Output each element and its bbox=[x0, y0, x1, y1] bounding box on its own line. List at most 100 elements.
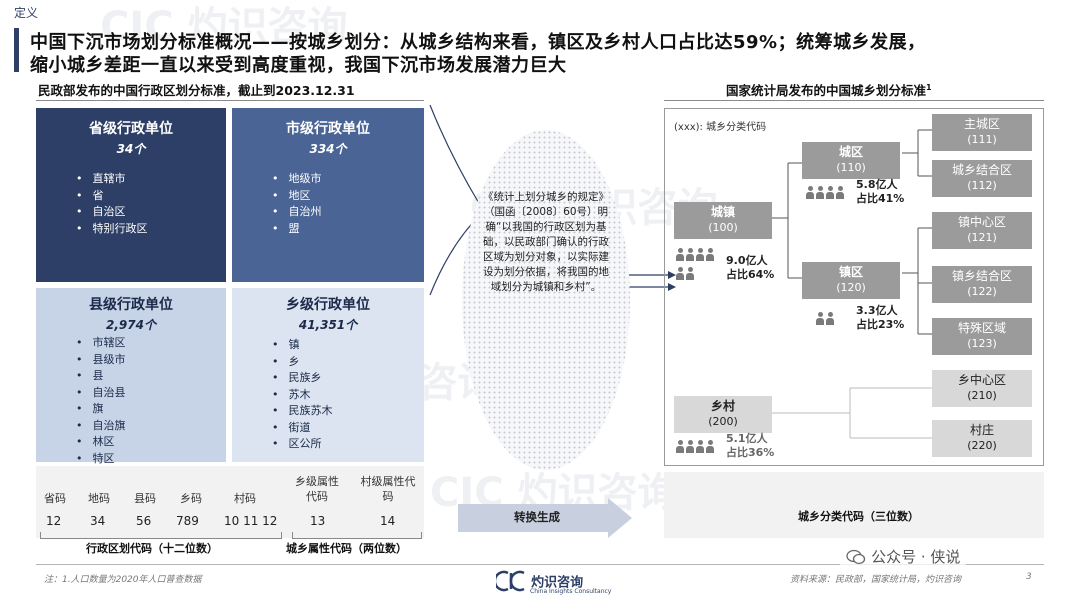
leaf-township-center: 乡中心区 (210) bbox=[932, 370, 1032, 407]
leaf-code: (210) bbox=[967, 389, 997, 402]
code-value-province: 12 bbox=[46, 514, 62, 528]
person-icon bbox=[826, 312, 834, 325]
list-item: 自治州 bbox=[272, 204, 424, 221]
list-item: 乡 bbox=[272, 354, 424, 371]
leaf-code: (122) bbox=[967, 285, 997, 298]
list-item: 地级市 bbox=[272, 171, 424, 188]
list-item: 县级市 bbox=[76, 352, 226, 369]
list-item: 旗 bbox=[76, 401, 226, 418]
box-title: 乡级行政单位 bbox=[286, 297, 370, 313]
stat-share: 占比23% bbox=[856, 318, 905, 331]
convert-label: 转换生成 bbox=[514, 510, 560, 524]
admin-code-bracket bbox=[40, 532, 282, 539]
urban-code-caption: 城乡属性代码（两位数） bbox=[286, 542, 407, 555]
list-item: 省 bbox=[76, 188, 226, 205]
logo-text: 灼识咨询 bbox=[531, 575, 584, 591]
code-label-township: 乡码 bbox=[180, 492, 202, 505]
stat-pop: 5.1亿人 bbox=[726, 432, 768, 445]
urban-rural-tree-panel bbox=[664, 108, 1044, 466]
leaf-name: 镇乡结合区 bbox=[951, 269, 1012, 283]
leaf-code: (123) bbox=[967, 337, 997, 350]
leaf-village: 村庄 (220) bbox=[932, 420, 1032, 457]
urban-population-icons bbox=[676, 246, 722, 284]
code-label-province: 省码 bbox=[44, 492, 66, 505]
list-item: 区公所 bbox=[272, 436, 424, 453]
node-name: 城区 bbox=[838, 145, 863, 159]
page-title-line2: 缩小城乡差距一直以来受到高度重视，我国下沉市场发展潜力巨大 bbox=[30, 55, 567, 76]
town-population-icons bbox=[816, 310, 836, 329]
list-item: 特别行政区 bbox=[76, 221, 226, 238]
list-item: 民族苏木 bbox=[272, 403, 424, 420]
leaf-special-area: 特殊区域 (123) bbox=[932, 318, 1032, 355]
code-value-county: 56 bbox=[136, 514, 152, 528]
source-note: 资料来源：民政部，国家统计局，灼识咨询 bbox=[790, 575, 962, 585]
stat-pop: 9.0亿人 bbox=[726, 254, 768, 267]
box-list: 市辖区 县级市 县 自治县 旗 自治旗 林区 特区 bbox=[36, 335, 226, 467]
list-item: 特区 bbox=[76, 451, 226, 468]
person-icon bbox=[676, 248, 684, 261]
code-value-township-attr: 13 bbox=[310, 514, 326, 528]
township-level-box: 乡级行政单位 41,351个 镇 乡 民族乡 苏木 民族苏木 街道 区公所 bbox=[232, 288, 424, 462]
footer-logo: 灼识咨询 China Insights Consultancy bbox=[493, 570, 611, 595]
person-icon bbox=[836, 186, 844, 199]
leaf-urban-rural-fringe: 城乡结合区 (112) bbox=[932, 160, 1032, 197]
town-district-node: 镇区 (120) bbox=[802, 262, 900, 299]
list-item: 县 bbox=[76, 368, 226, 385]
list-item: 盟 bbox=[272, 221, 424, 238]
left-heading-rule bbox=[36, 100, 424, 101]
person-icon bbox=[676, 440, 684, 453]
leaf-name: 村庄 bbox=[969, 423, 994, 437]
footnote-marker: 1 bbox=[926, 82, 932, 92]
box-count: 334个 bbox=[309, 142, 347, 156]
rural-stats: 5.1亿人 占比36% bbox=[726, 432, 774, 460]
person-icon bbox=[696, 248, 704, 261]
town-stats: 3.3亿人 占比23% bbox=[856, 304, 904, 332]
urban-node: 城镇 (100) bbox=[674, 202, 772, 239]
title-accent-bar bbox=[14, 28, 19, 72]
footnote: 注：1.人口数量为2020年人口普查数据 bbox=[44, 575, 202, 585]
urban-code-bracket bbox=[292, 532, 422, 539]
leaf-name: 特殊区域 bbox=[957, 321, 1006, 335]
list-item: 自治区 bbox=[76, 204, 226, 221]
leaf-name: 乡中心区 bbox=[957, 373, 1006, 387]
box-title: 县级行政单位 bbox=[89, 297, 173, 313]
person-icon bbox=[686, 248, 694, 261]
box-count: 34个 bbox=[116, 142, 146, 156]
wechat-label: 公众号 · 侠说 bbox=[871, 548, 961, 566]
person-icon bbox=[686, 440, 694, 453]
list-item: 市辖区 bbox=[76, 335, 226, 352]
person-icon bbox=[816, 186, 824, 199]
list-item: 镇 bbox=[272, 337, 424, 354]
stat-pop: 5.8亿人 bbox=[856, 178, 898, 191]
list-item: 林区 bbox=[76, 434, 226, 451]
urban-stats: 9.0亿人 占比64% bbox=[726, 254, 774, 282]
code-label-village-attr: 村级属性代码 bbox=[360, 475, 416, 503]
box-title: 省级行政单位 bbox=[89, 121, 173, 137]
city-district-node: 城区 (110) bbox=[802, 142, 900, 179]
list-item: 自治旗 bbox=[76, 418, 226, 435]
person-icon bbox=[806, 186, 814, 199]
leaf-name: 城乡结合区 bbox=[951, 163, 1012, 177]
leaf-code: (111) bbox=[967, 133, 997, 146]
node-name: 城镇 bbox=[710, 205, 735, 219]
section-tag: 定义 bbox=[14, 6, 39, 20]
person-icon bbox=[676, 267, 684, 280]
wechat-overlay: 公众号 · 侠说 bbox=[840, 544, 967, 569]
node-name: 镇区 bbox=[838, 265, 863, 279]
leaf-town-center: 镇中心区 (121) bbox=[932, 212, 1032, 249]
city-population-icons bbox=[806, 184, 846, 203]
county-level-box: 县级行政单位 2,974个 市辖区 县级市 县 自治县 旗 自治旗 林区 特区 bbox=[36, 288, 226, 465]
page-title-line1: 中国下沉市场划分标准概况——按城乡划分：从城乡结构来看，镇区及乡村人口占比达59… bbox=[30, 32, 926, 53]
policy-quote: 《统计上划分城乡的规定》（国函〔2008〕60号）明确“以我国的行政区划为基础，… bbox=[483, 191, 609, 293]
leaf-code: (121) bbox=[967, 231, 997, 244]
box-list: 地级市 地区 自治州 盟 bbox=[232, 171, 424, 237]
node-code: (100) bbox=[708, 221, 738, 234]
list-item: 地区 bbox=[272, 188, 424, 205]
box-list: 镇 乡 民族乡 苏木 民族苏木 街道 区公所 bbox=[232, 337, 424, 453]
footer-rule bbox=[36, 564, 1044, 565]
code-value-township: 789 bbox=[176, 514, 199, 528]
rural-node: 乡村 (200) bbox=[674, 396, 772, 433]
cic-logo-icon bbox=[493, 570, 525, 592]
city-stats: 5.8亿人 占比41% bbox=[856, 178, 904, 206]
city-level-box: 市级行政单位 334个 地级市 地区 自治州 盟 bbox=[232, 108, 424, 282]
